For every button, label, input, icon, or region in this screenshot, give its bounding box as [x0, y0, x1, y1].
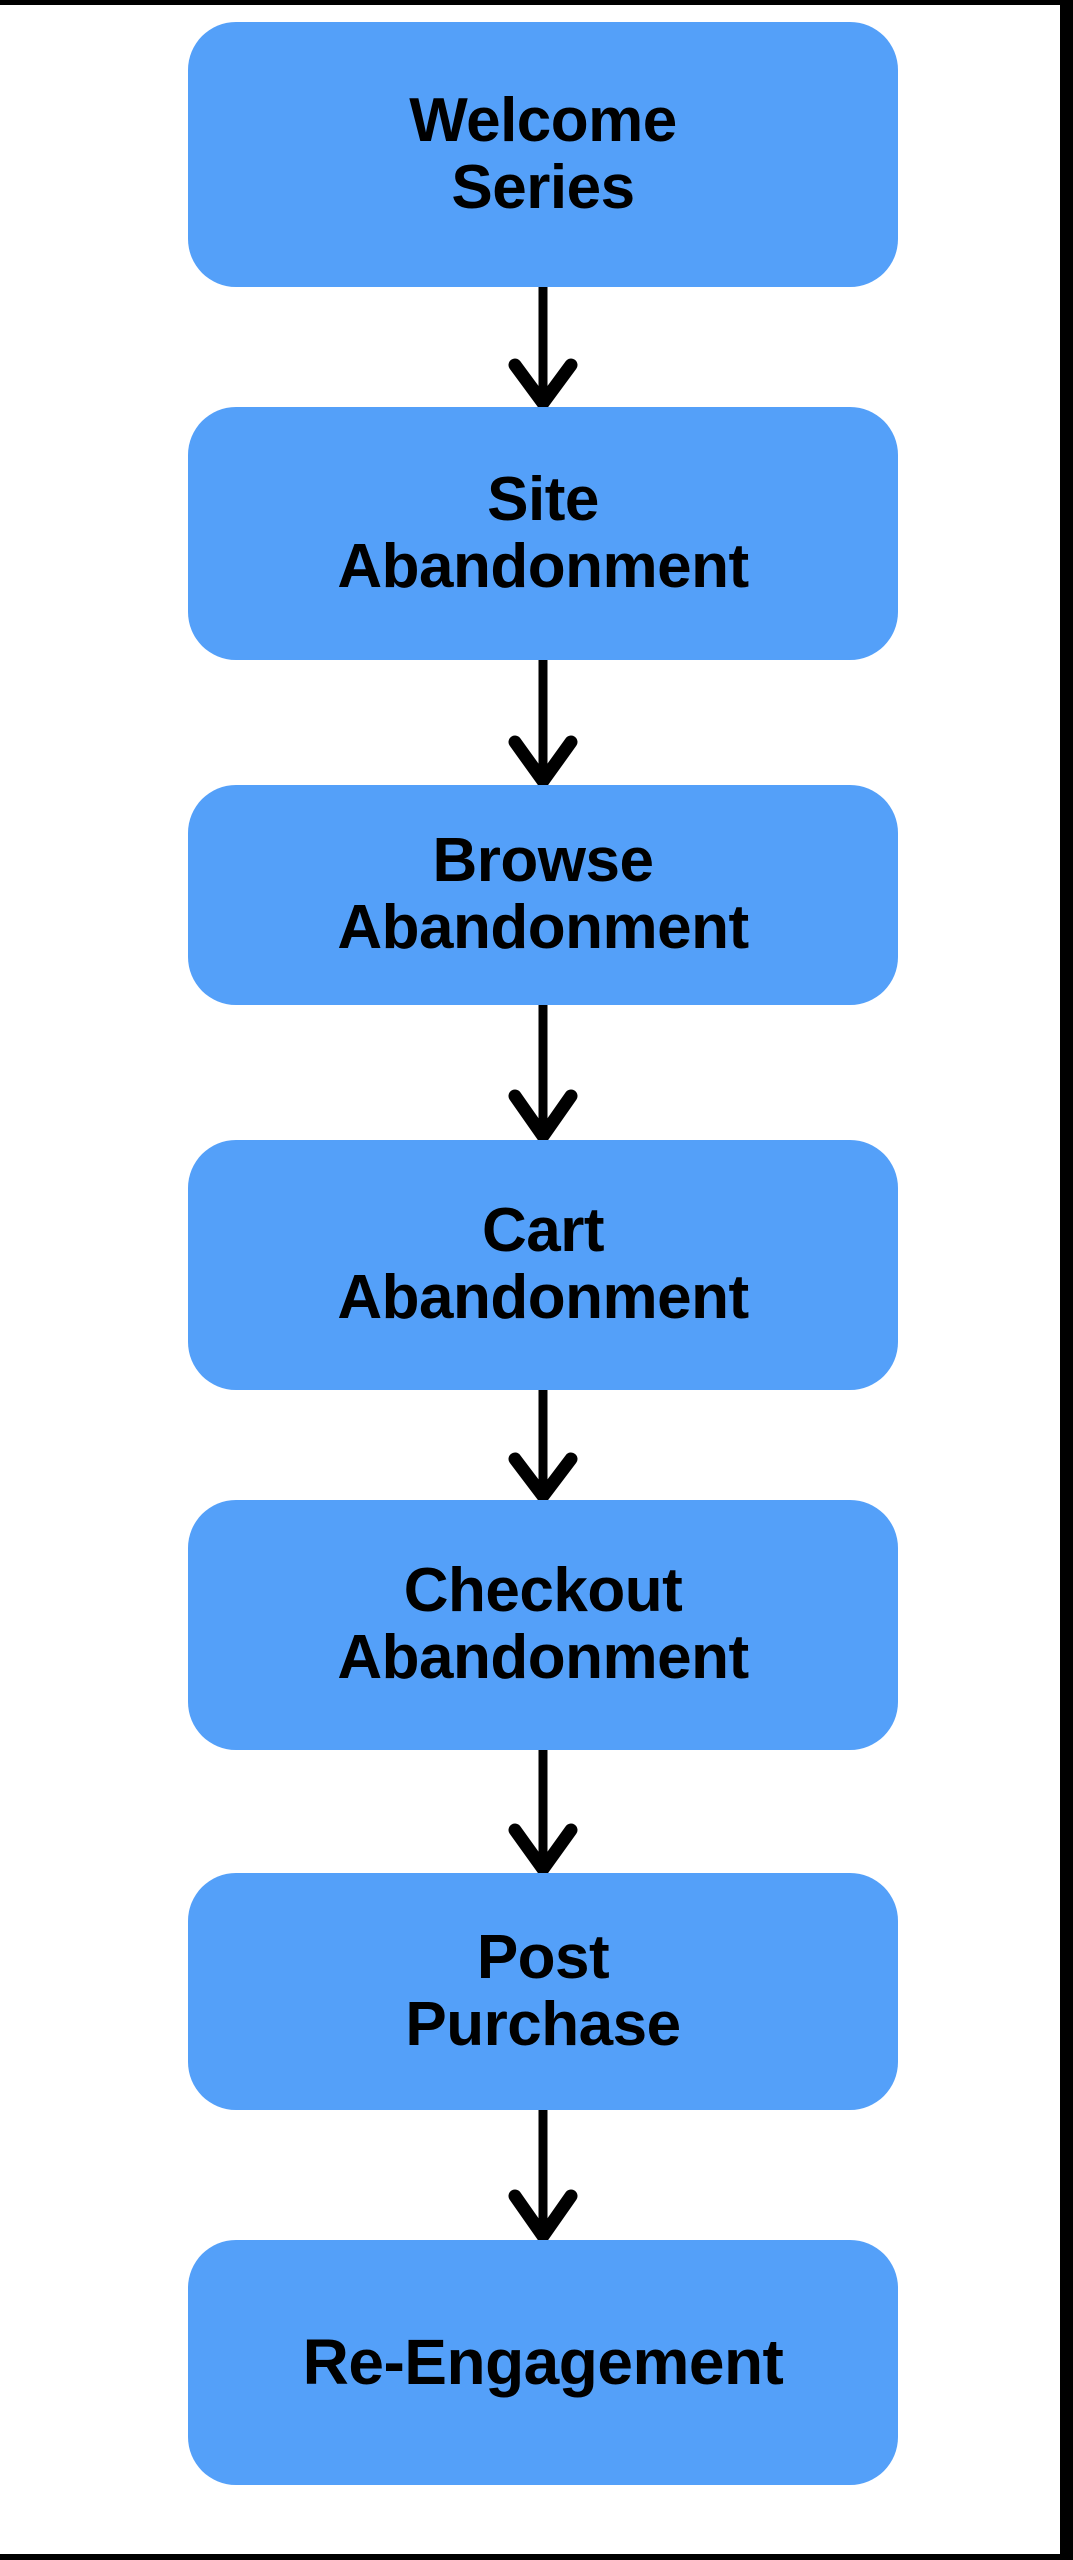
flow-node-welcome-series[interactable]: Welcome Series — [188, 22, 898, 287]
flow-node-label: Site Abandonment — [337, 464, 749, 601]
flow-node-re-engagement[interactable]: Re-Engagement — [188, 2240, 898, 2485]
flow-node-label: Post Purchase — [405, 1922, 681, 2059]
flow-node-site-abandonment[interactable]: Site Abandonment — [188, 407, 898, 660]
flow-node-label: Checkout Abandonment — [337, 1556, 749, 1692]
flow-arrow-cart-abandonment-to-checkout-abandonment — [498, 1390, 588, 1500]
flow-node-post-purchase[interactable]: Post Purchase — [188, 1873, 898, 2110]
flow-arrow-browse-abandonment-to-cart-abandonment — [498, 1005, 588, 1140]
flow-arrow-welcome-series-to-site-abandonment — [498, 287, 588, 407]
page-frame-bottom-rule — [0, 2554, 1073, 2560]
page-frame-right-rule — [1060, 0, 1073, 2560]
flow-arrow-site-abandonment-to-browse-abandonment — [498, 660, 588, 785]
flow-node-label: Browse Abandonment — [337, 826, 749, 962]
flow-node-cart-abandonment[interactable]: Cart Abandonment — [188, 1140, 898, 1390]
flow-node-browse-abandonment[interactable]: Browse Abandonment — [188, 785, 898, 1005]
page-frame-top-rule — [0, 0, 1073, 5]
flow-node-checkout-abandonment[interactable]: Checkout Abandonment — [188, 1500, 898, 1750]
flow-node-label: Welcome Series — [409, 85, 677, 222]
flow-arrow-post-purchase-to-re-engagement — [498, 2110, 588, 2240]
flow-node-label: Re-Engagement — [302, 2325, 784, 2398]
flow-arrow-checkout-abandonment-to-post-purchase — [498, 1750, 588, 1873]
flow-node-label: Cart Abandonment — [337, 1196, 749, 1332]
